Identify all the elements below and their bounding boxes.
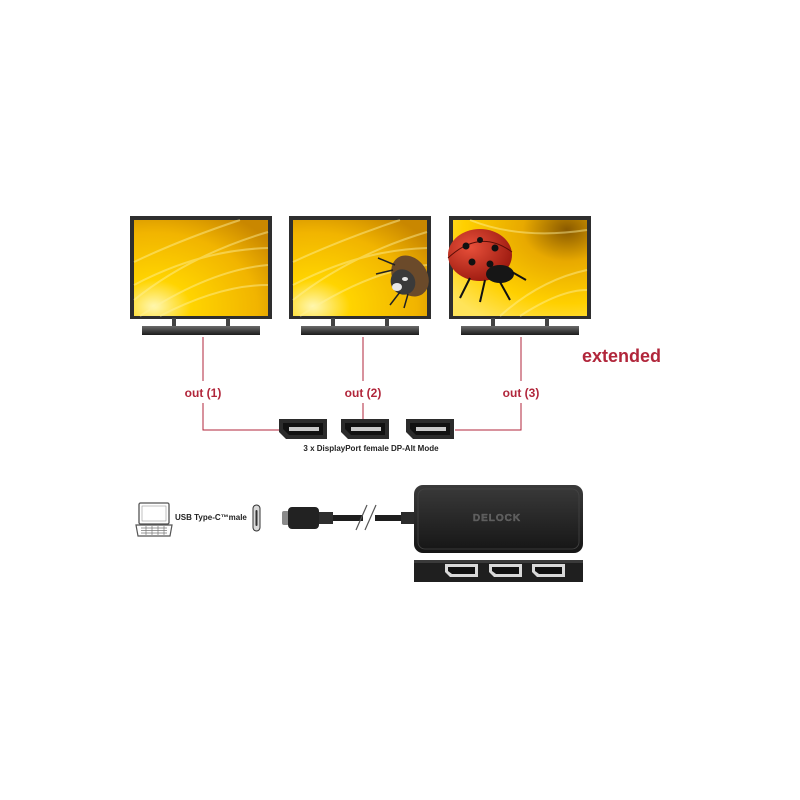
out-label-2: out (2)	[345, 386, 382, 400]
hub-device	[414, 485, 583, 553]
ports-caption: 3 x DisplayPort female DP-Alt Mode	[303, 444, 439, 453]
ladybug-small	[375, 255, 429, 309]
brand-logo: DELOCK	[473, 513, 521, 524]
monitor-2	[289, 216, 431, 335]
hub-dp-port-2	[489, 564, 522, 577]
cable	[333, 504, 417, 531]
usb-c-plug	[282, 507, 333, 529]
usb-c-port-icon	[252, 504, 261, 532]
out-label-1: out (1)	[185, 386, 222, 400]
mode-label: extended	[582, 346, 661, 366]
monitor-1	[130, 216, 272, 335]
hub-dp-port-3	[532, 564, 565, 577]
out-label-3: out (3)	[503, 386, 540, 400]
ladybug-large	[447, 229, 527, 303]
monitor-2-stand	[301, 326, 419, 335]
monitor-1-stand	[142, 326, 260, 335]
dp-connector-3	[406, 419, 454, 439]
laptop-icon	[135, 502, 173, 537]
line-out-3-lower	[455, 403, 522, 431]
dp-connector-1	[279, 419, 327, 439]
hub-dp-port-1	[445, 564, 478, 577]
dp-connector-2	[341, 419, 389, 439]
line-out-1-lower	[202, 403, 280, 431]
monitor-1-screen	[134, 220, 268, 316]
connection-lines	[202, 337, 522, 431]
monitor-3	[447, 216, 591, 335]
input-caption: USB Type-C™male	[175, 513, 247, 522]
monitor-3-stand	[461, 326, 579, 335]
